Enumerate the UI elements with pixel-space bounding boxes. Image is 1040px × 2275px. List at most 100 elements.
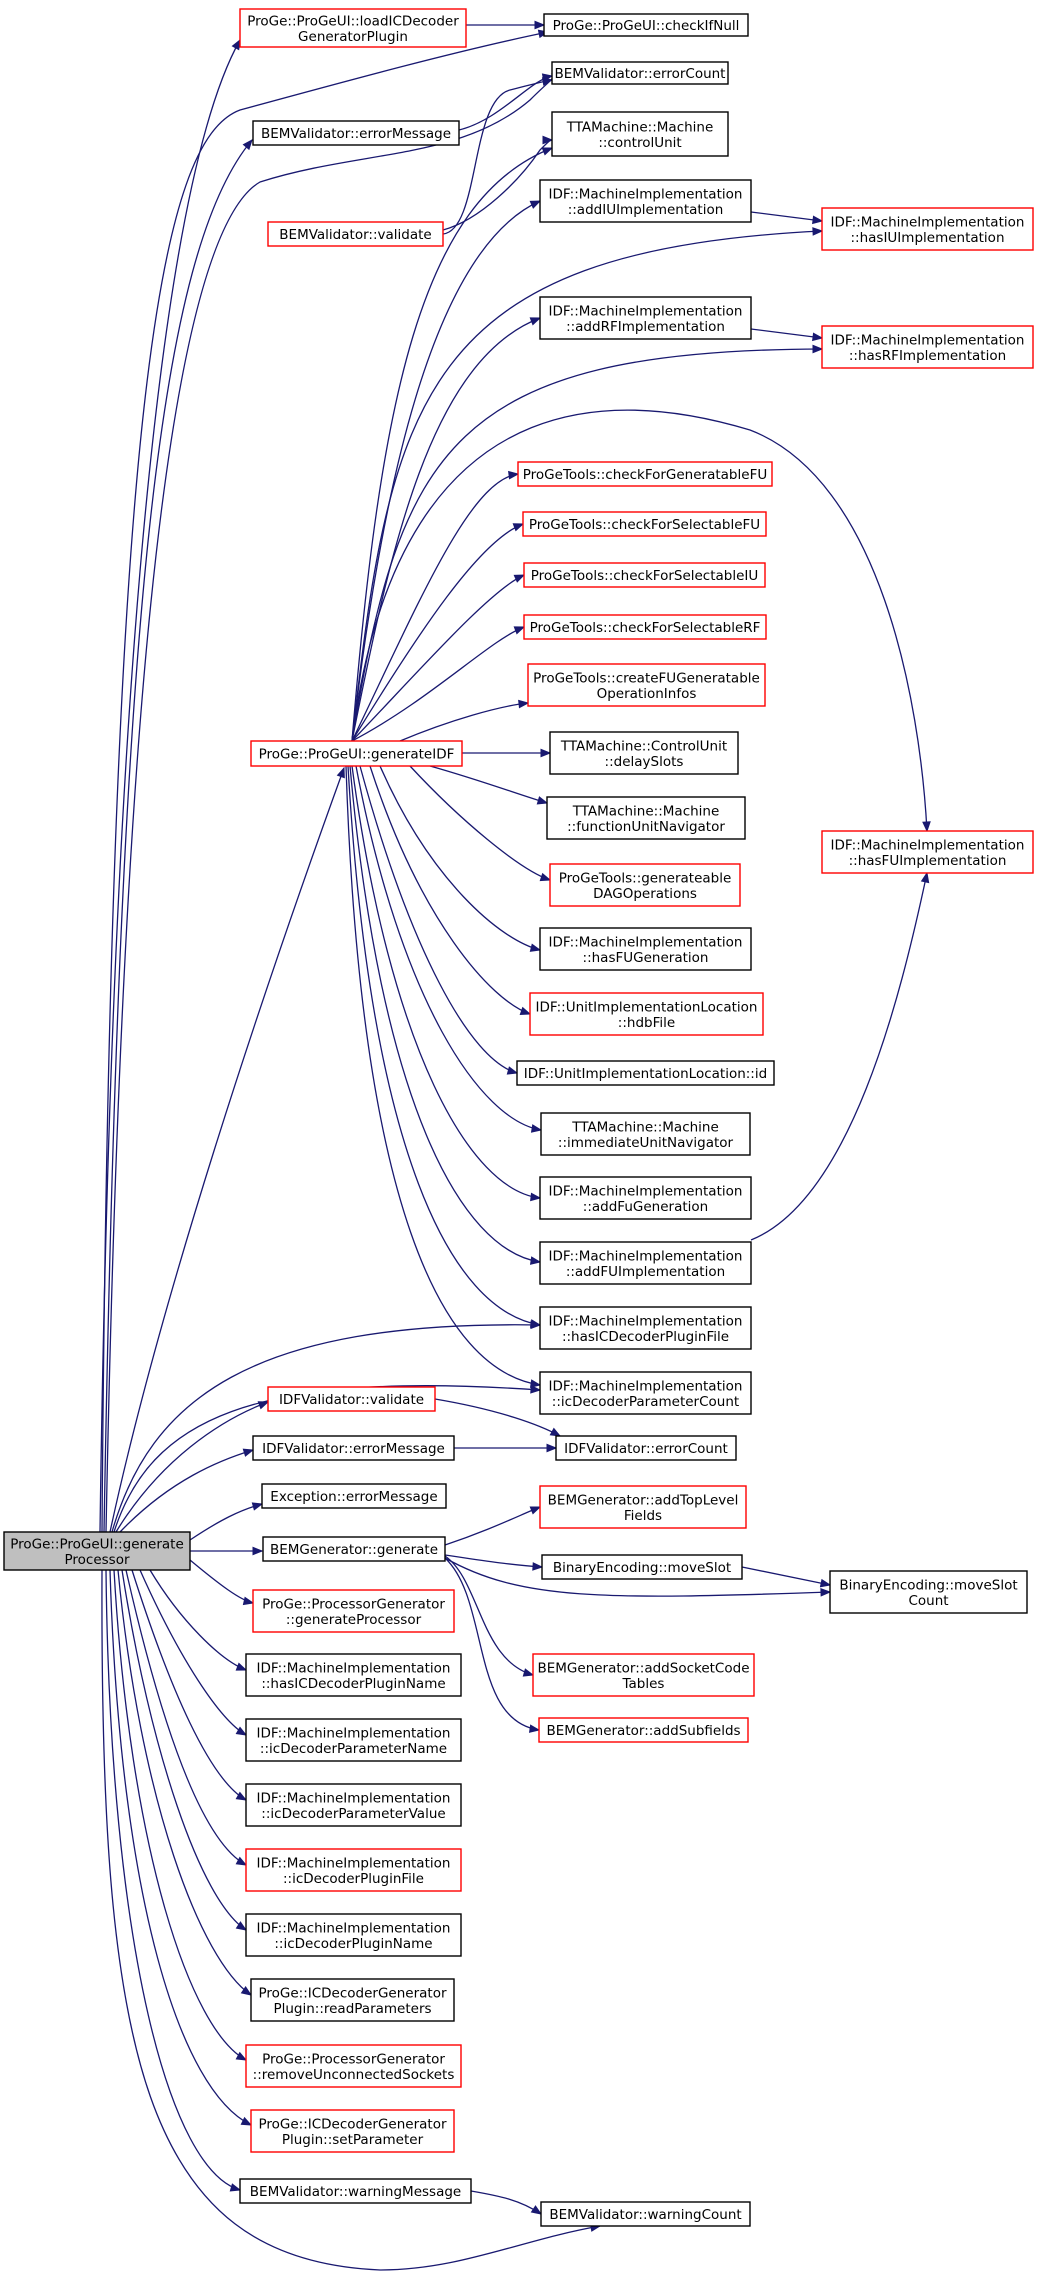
node-excErrMsg[interactable]: Exception::errorMessage — [261, 1483, 447, 1509]
arrowhead-uilId — [506, 1066, 519, 1075]
node-label-line: IDF::MachineImplementation — [831, 214, 1025, 230]
node-genIDF[interactable]: ProGe::ProGeUI::generateIDF — [250, 740, 463, 767]
node-icDecParamCount[interactable]: IDF::MachineImplementation::icDecoderPar… — [539, 1371, 752, 1415]
arrowhead-bemGenerate — [252, 1546, 264, 1556]
node-label-line: TTAMachine::Machine — [571, 1119, 719, 1135]
node-label-line: Count — [908, 1593, 948, 1609]
node-uilId[interactable]: IDF::UnitImplementationLocation::id — [516, 1060, 775, 1086]
node-chkSelFU[interactable]: ProGeTools::checkForSelectableFU — [522, 511, 767, 537]
node-hasICDecFile[interactable]: IDF::MachineImplementation::hasICDecoder… — [539, 1306, 752, 1350]
arrowhead-controlUnit — [541, 147, 554, 156]
node-chkSelIU[interactable]: ProGeTools::checkForSelectableIU — [523, 562, 766, 588]
arrowhead-hasRF — [812, 332, 824, 342]
node-loadIC[interactable]: ProGe::ProGeUI::loadICDecoderGeneratorPl… — [239, 8, 467, 48]
node-label-line: ::addFuGeneration — [583, 1199, 708, 1215]
node-box — [539, 1371, 752, 1415]
node-idfValidate[interactable]: IDFValidator::validate — [267, 1386, 436, 1412]
node-icDecParamName[interactable]: IDF::MachineImplementation::icDecoderPar… — [245, 1718, 462, 1762]
node-checkIfNull[interactable]: ProGe::ProGeUI::checkIfNull — [543, 13, 749, 37]
node-moveSlot[interactable]: BinaryEncoding::moveSlot — [541, 1554, 743, 1580]
node-immNav[interactable]: TTAMachine::Machine::immediateUnitNaviga… — [540, 1112, 751, 1156]
node-removeUnconn[interactable]: ProGe::ProcessorGenerator::removeUnconne… — [245, 2044, 462, 2088]
node-box — [821, 207, 1034, 251]
node-addFUImpl[interactable]: IDF::MachineImplementation::addFUImpleme… — [539, 1241, 752, 1285]
node-bemWarnCount[interactable]: BEMValidator::warningCount — [540, 2201, 751, 2227]
node-idfErrCount[interactable]: IDFValidator::errorCount — [555, 1435, 737, 1461]
node-readParams[interactable]: ProGe::ICDecoderGeneratorPlugin::readPar… — [250, 1978, 455, 2022]
node-box — [551, 111, 729, 157]
node-box — [522, 511, 767, 537]
node-label-line: TTAMachine::Machine — [572, 803, 720, 819]
edge-genIDF-to-funcNav — [429, 765, 548, 804]
node-icDecParamValue[interactable]: IDF::MachineImplementation::icDecoderPar… — [245, 1783, 462, 1827]
node-box — [252, 1435, 455, 1461]
node-bemValidate[interactable]: BEMValidator::validate — [267, 221, 444, 247]
node-hasRF[interactable]: IDF::MachineImplementation::hasRFImpleme… — [821, 325, 1034, 369]
arrowhead-addFUImpl — [529, 1256, 542, 1265]
node-bemWarnMsg[interactable]: BEMValidator::warningMessage — [239, 2178, 472, 2204]
node-hdbFile[interactable]: IDF::UnitImplementationLocation::hdbFile — [529, 992, 764, 1036]
edge-genIDF-to-controlUnit — [351, 147, 553, 742]
arrowhead-funcNav — [536, 796, 549, 805]
node-hasIU[interactable]: IDF::MachineImplementation::hasIUImpleme… — [821, 207, 1034, 251]
edge-genIDF-to-uilId — [359, 765, 518, 1074]
node-funcNav[interactable]: TTAMachine::Machine::functionUnitNavigat… — [546, 796, 746, 840]
node-bemErrMsg[interactable]: BEMValidator::errorMessage — [252, 120, 460, 146]
node-label-line: ::controlUnit — [598, 135, 681, 151]
node-icDecPluginName[interactable]: IDF::MachineImplementation::icDecoderPlu… — [245, 1913, 462, 1957]
arrowhead-hasRF — [812, 344, 824, 354]
node-box — [523, 614, 767, 640]
node-addFuGen[interactable]: IDF::MachineImplementation::addFuGenerat… — [539, 1176, 752, 1220]
node-label-line: ProGe::ProGeUI::checkIfNull — [553, 18, 740, 34]
node-label-line: BEMGenerator::generate — [270, 1542, 438, 1558]
edge-bemValidate-to-bemErrCount — [442, 79, 553, 235]
node-chkGenFU[interactable]: ProGeTools::checkForGeneratableFU — [517, 461, 773, 487]
node-idfErrMsg[interactable]: IDFValidator::errorMessage — [252, 1435, 455, 1461]
arrowhead-addRF — [529, 317, 542, 326]
node-bemGenerate[interactable]: BEMGenerator::generate — [262, 1536, 446, 1562]
arrowhead-createFU — [518, 699, 530, 709]
node-hasFUImpl[interactable]: IDF::MachineImplementation::hasFUImpleme… — [821, 830, 1034, 874]
node-hasICDecName[interactable]: IDF::MachineImplementation::hasICDecoder… — [245, 1653, 462, 1697]
arrowhead-controlUnit — [542, 135, 554, 145]
edge-root-to-idfValidate — [115, 1401, 269, 1533]
node-createFU[interactable]: ProGeTools::createFUGeneratableOperation… — [527, 663, 766, 707]
edge-genIDF-to-chkSelRF — [351, 626, 525, 742]
node-chkSelRF[interactable]: ProGeTools::checkForSelectableRF — [523, 614, 767, 640]
node-icDecPluginFile[interactable]: IDF::MachineImplementation::icDecoderPlu… — [245, 1848, 462, 1892]
node-box — [245, 2044, 462, 2088]
arrowhead-addFuGen — [530, 1192, 542, 1202]
node-delaySlots[interactable]: TTAMachine::ControlUnit::delaySlots — [549, 731, 739, 775]
node-addRF[interactable]: IDF::MachineImplementation::addRFImpleme… — [539, 296, 752, 340]
node-box — [829, 1570, 1028, 1614]
arrowhead-hasFUImpl — [920, 871, 930, 884]
arrowhead-procGen — [242, 1596, 255, 1606]
node-label-line: ::hasFUImplementation — [849, 853, 1007, 869]
node-label-line: IDF::MachineImplementation — [549, 1248, 743, 1264]
node-label-line: ::icDecoderParameterName — [260, 1741, 447, 1757]
node-addSubfields[interactable]: BEMGenerator::addSubfields — [538, 1717, 749, 1743]
node-root[interactable]: ProGe::ProGeUI::generateProcessor — [3, 1531, 191, 1571]
node-box — [267, 1386, 436, 1412]
arrowhead-bemWarnMsg — [229, 2183, 242, 2192]
node-bemErrCount[interactable]: BEMValidator::errorCount — [551, 61, 729, 85]
node-label-line: IDF::MachineImplementation — [549, 1183, 743, 1199]
edge-addFUImpl-to-hasFUImpl — [750, 872, 928, 1241]
node-label-line: BEMValidator::warningMessage — [250, 2184, 461, 2200]
node-controlUnit[interactable]: TTAMachine::Machine::controlUnit — [551, 111, 729, 157]
arrowhead-hasICDecName — [235, 1662, 248, 1671]
node-setParam[interactable]: ProGe::ICDecoderGeneratorPlugin::setPara… — [250, 2109, 455, 2153]
arrowhead-idfErrCount — [546, 1443, 558, 1453]
edge-root-to-icDecPluginFile — [125, 1569, 247, 1866]
node-label-line: ProGeTools::createFUGeneratable — [533, 670, 760, 686]
node-label-line: ::immediateUnitNavigator — [558, 1135, 734, 1151]
node-label-line: IDFValidator::validate — [279, 1392, 424, 1408]
node-addIU[interactable]: IDF::MachineImplementation::addIUImpleme… — [539, 179, 752, 223]
node-procGen[interactable]: ProGe::ProcessorGenerator::generateProce… — [252, 1589, 455, 1633]
node-hasFUGen[interactable]: IDF::MachineImplementation::hasFUGenerat… — [539, 927, 752, 971]
arrowhead-addSubfields — [528, 1724, 541, 1733]
